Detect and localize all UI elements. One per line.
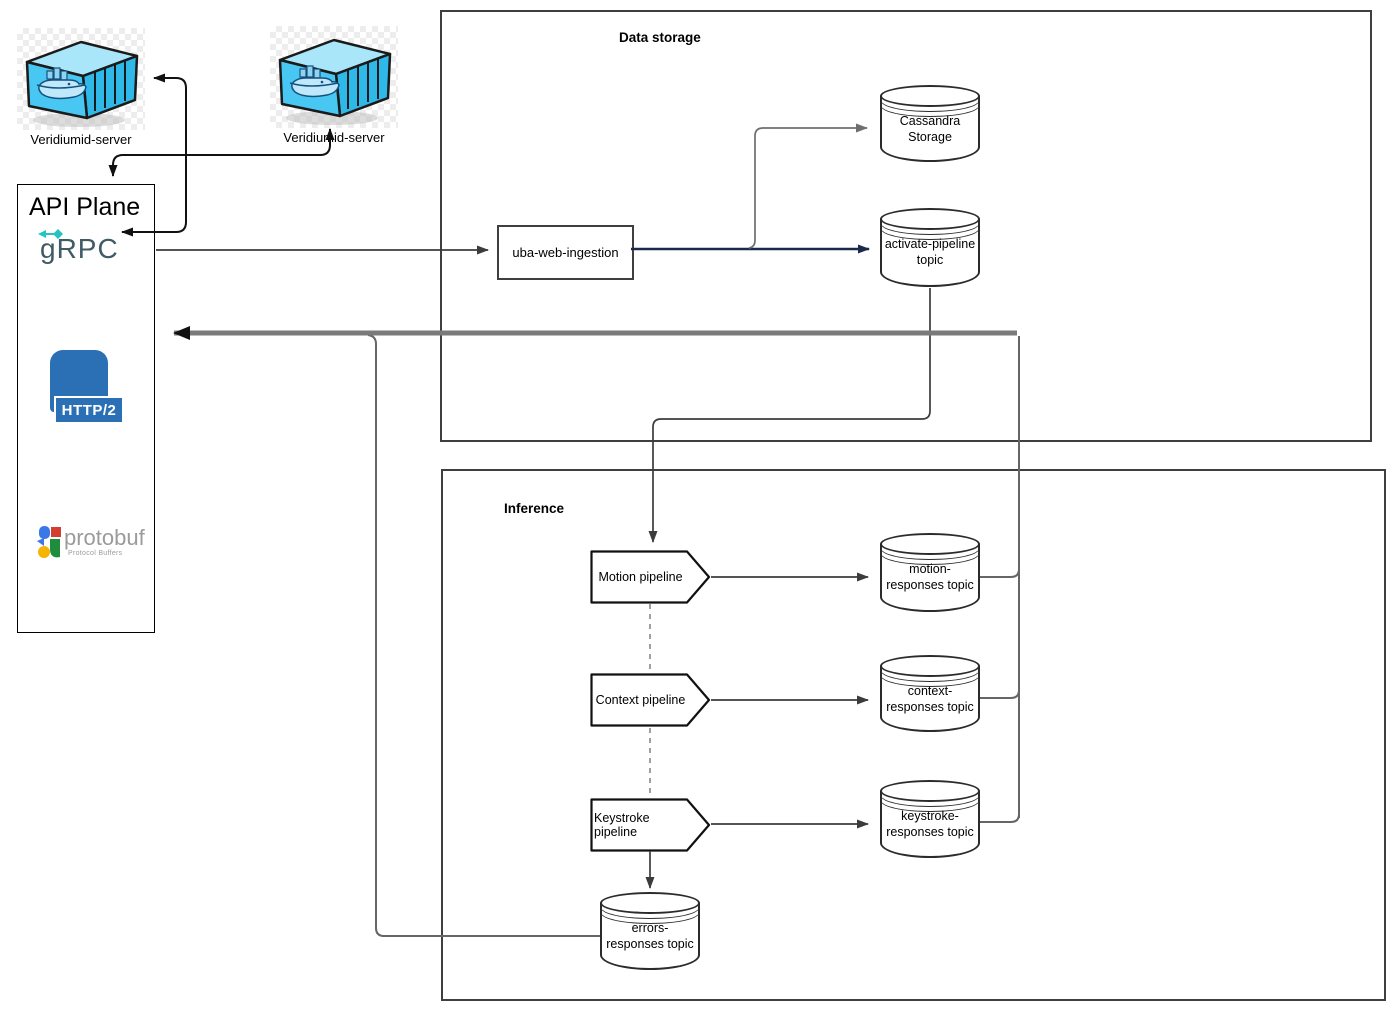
node-label: motion-responses topic [886,562,974,593]
server-label: Veridiumid-server [30,132,132,147]
node-motion-pipeline: Motion pipeline [590,550,711,604]
cylinder-top [600,892,700,914]
http2-logo: HTTP/2 [48,350,126,440]
cylinder-top [880,85,980,107]
http2-logo-text: HTTP/2 [61,401,117,419]
node-errors-responses-topic: errors-responses topic [600,892,700,970]
node-api-plane: API Plane gRPC HTTP/2 protobuf Protocol … [17,184,155,633]
node-label: errors-responses topic [606,921,694,952]
node-label: Cassandra Storage [899,114,961,145]
cylinder-top [880,208,980,230]
node-context-responses-topic: context-responses topic [880,655,980,732]
cylinder-top [880,533,980,555]
docker-container-icon [17,28,145,130]
node-keystroke-pipeline: Keystroke pipeline [590,798,711,852]
protobuf-logo-text: protobuf [64,525,145,550]
grpc-logo: gRPC [40,233,119,264]
docker-container-illustration [25,40,139,127]
node-motion-responses-topic: motion-responses topic [880,533,980,612]
node-veridiumid-server-2: Veridiumid-server [270,26,398,152]
node-uba-web-ingestion: uba-web-ingestion [497,225,634,280]
server-label: Veridiumid-server [283,130,385,145]
node-label: keystroke-responses topic [886,809,974,840]
http2-logo-ribbon: HTTP/2 [54,396,124,424]
group-inference-title: Inference [504,501,565,516]
node-label: context-responses topic [886,684,974,715]
group-data-storage-title: Data storage [619,30,701,45]
node-label: Context pipeline [595,693,686,707]
node-label: uba-web-ingestion [512,245,619,260]
node-label: activate-pipeline topic [884,237,976,268]
cylinder-top [880,780,980,802]
node-cassandra-storage: Cassandra Storage [880,85,980,162]
node-context-pipeline: Context pipeline [590,673,711,727]
node-veridiumid-server-1: Veridiumid-server [17,28,145,154]
cylinder-top [880,655,980,677]
docker-container-icon [270,26,398,128]
api-plane-title: API Plane [29,193,141,221]
node-label: Motion pipeline [598,570,683,584]
protobuf-logo-icon [37,526,61,558]
docker-container-illustration [278,38,392,125]
node-keystroke-responses-topic: keystroke-responses topic [880,780,980,858]
grpc-arrow-icon [38,229,63,239]
protobuf-logo-subtext: Protocol Buffers [68,550,123,557]
protobuf-logo: protobuf Protocol Buffers [36,525,146,565]
node-label: Keystroke pipeline [594,811,650,839]
node-activate-pipeline-topic: activate-pipeline topic [880,208,980,287]
